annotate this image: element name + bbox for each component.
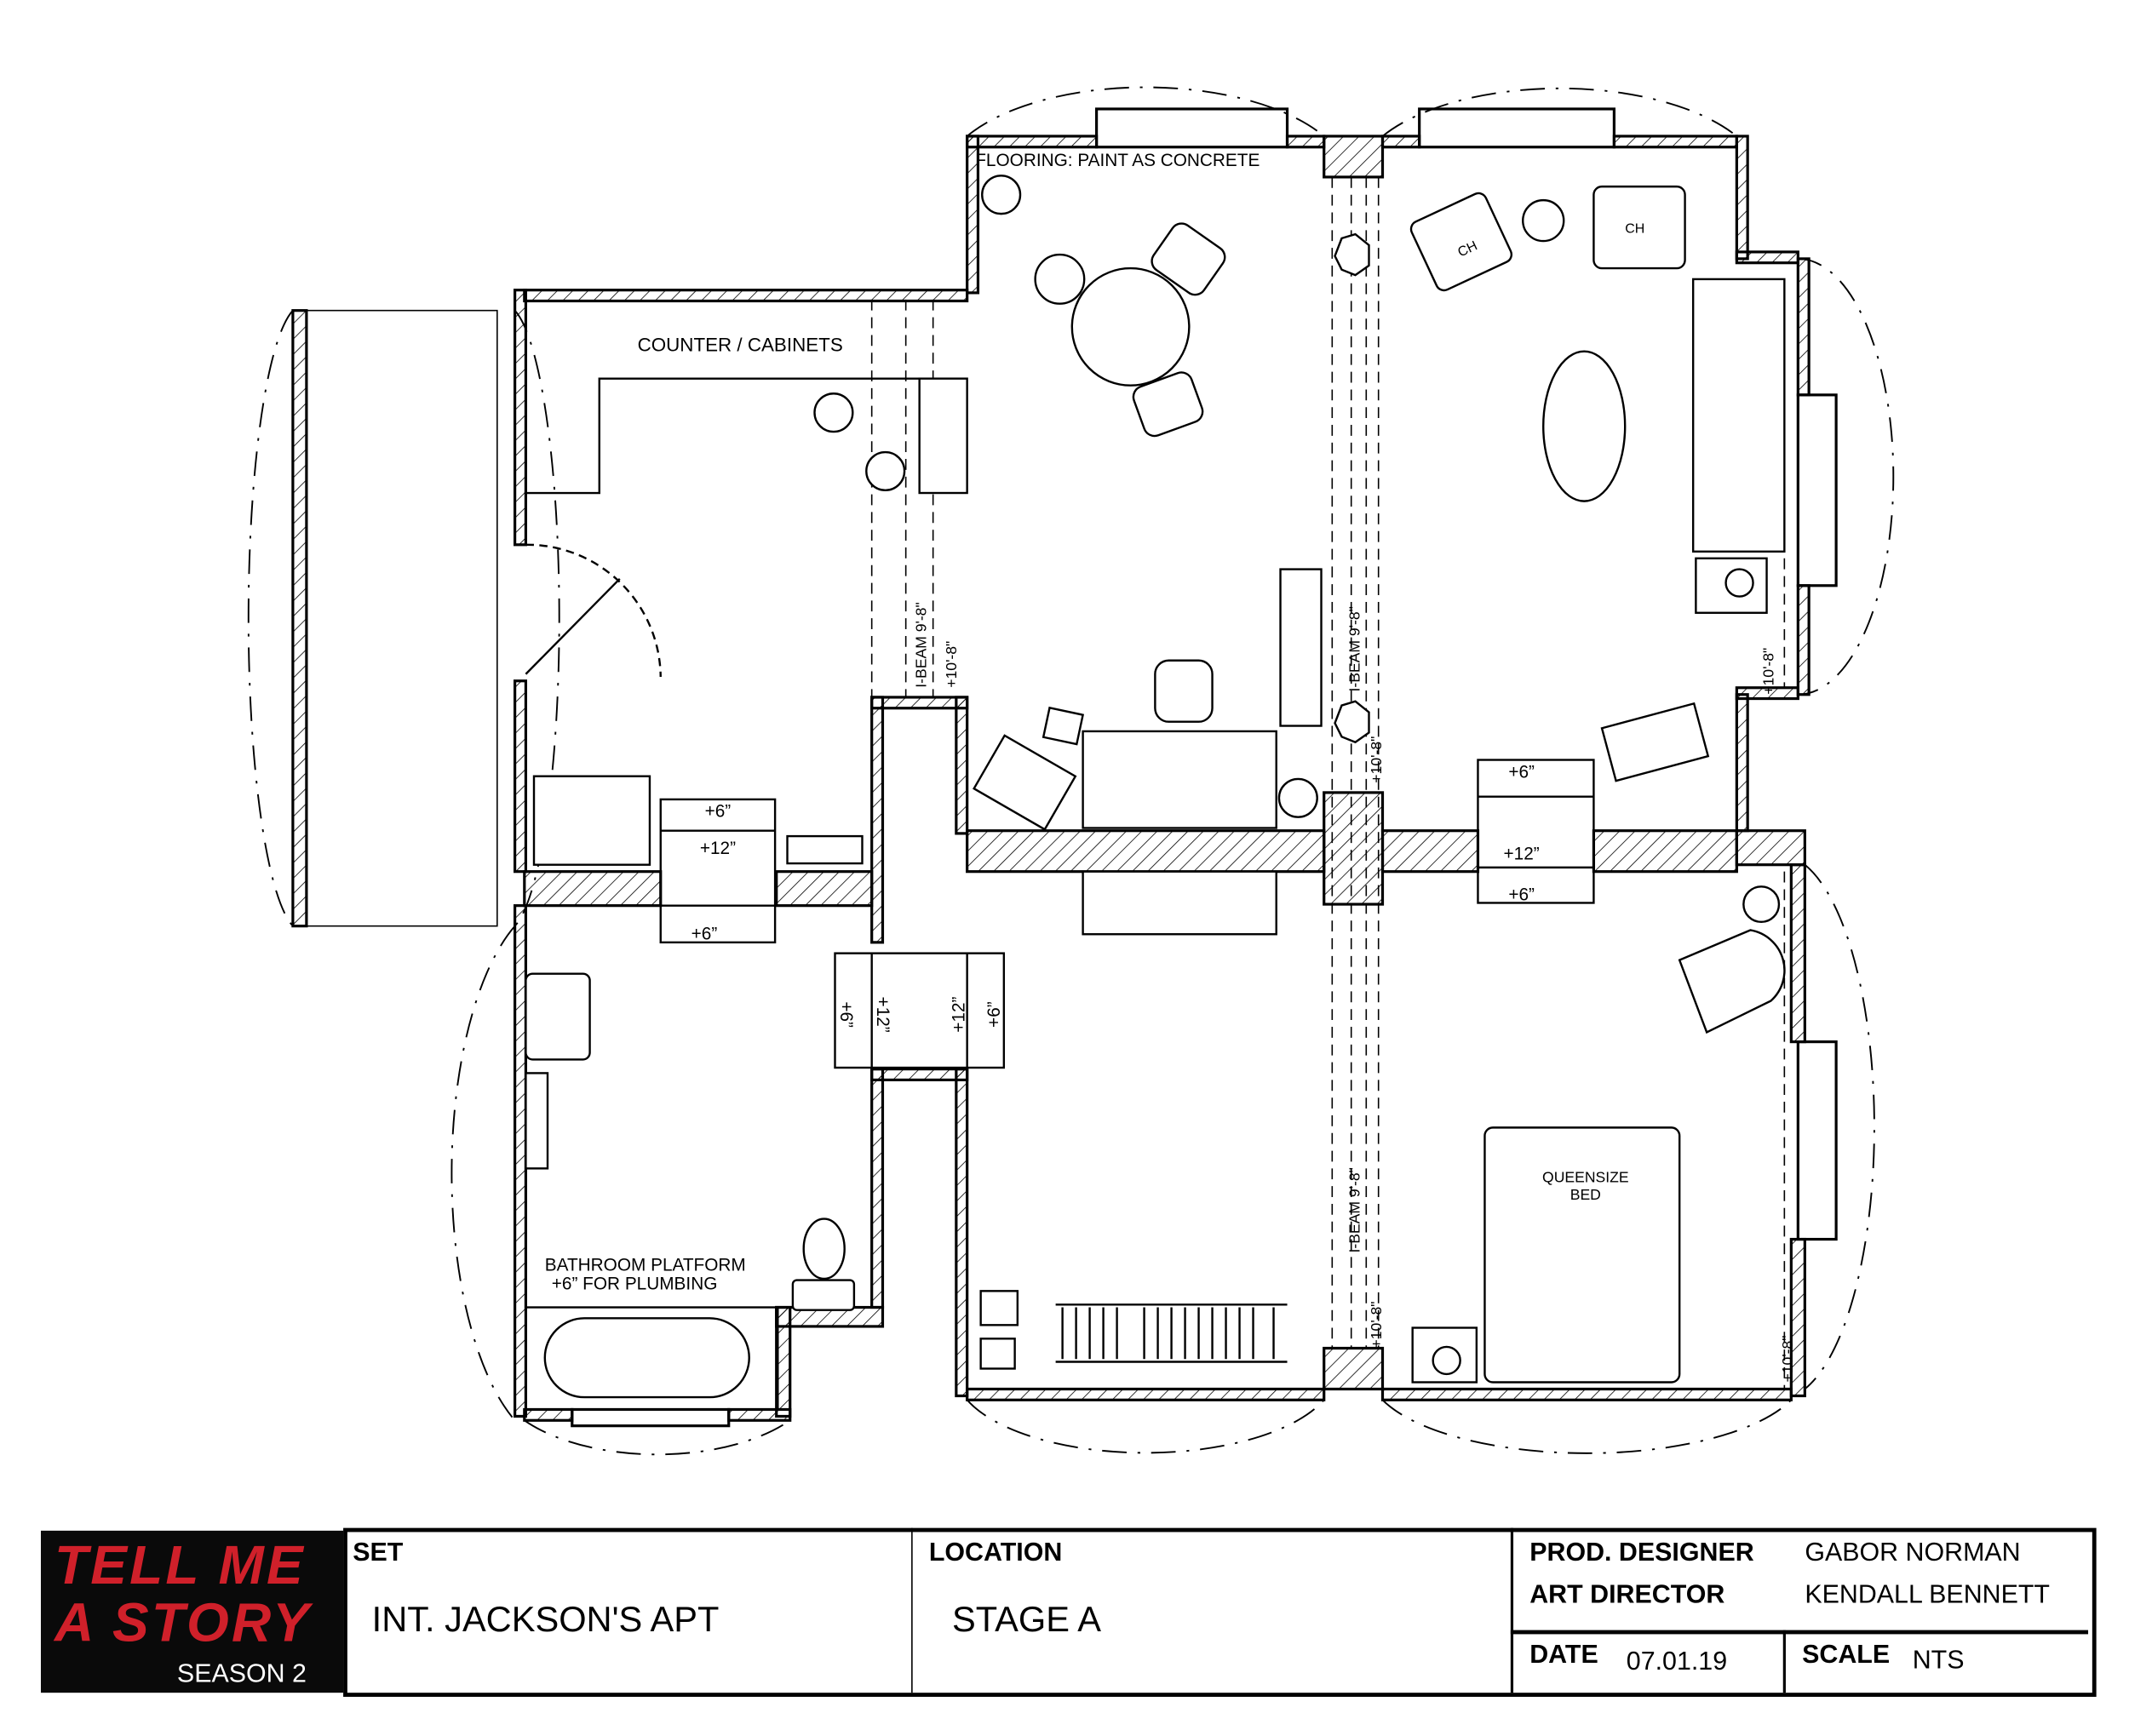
chair-label: CH <box>1625 222 1644 237</box>
height-label: +10'-8" <box>943 641 960 688</box>
stool <box>813 392 854 433</box>
sofa <box>1691 278 1786 553</box>
armchair-ch-2 <box>1592 185 1686 270</box>
step-6: +6” <box>705 802 732 822</box>
height-label: +10'-8" <box>1779 1335 1796 1382</box>
step-6: +6” <box>1508 885 1535 904</box>
art-director-value: KENDALL BENNETT <box>1805 1581 2050 1610</box>
show-logo: TELL ME A STORY SEASON 2 <box>40 1530 344 1693</box>
step-12: +12” <box>1504 844 1540 863</box>
set-label: SET <box>353 1538 404 1568</box>
ibeam-label: I-BEAM 9'-8" <box>1346 1167 1363 1252</box>
ceiling-arcs <box>247 86 1895 1456</box>
counter-label: COUNTER / CABINETS <box>638 335 843 356</box>
ibeam-label: I-BEAM 9'-8" <box>1346 606 1363 691</box>
height-label: +10'-8" <box>1760 648 1777 695</box>
walls <box>291 135 1811 1422</box>
bed-label-1: QUEENSIZE <box>1542 1168 1629 1185</box>
prod-designer-label: PROD. DESIGNER <box>1529 1538 1754 1568</box>
console <box>1082 870 1277 936</box>
title-frame <box>343 1527 2097 1697</box>
stool <box>865 450 906 492</box>
divider <box>1782 1630 1786 1693</box>
desk-chair <box>1154 659 1214 723</box>
door <box>525 543 662 677</box>
desk <box>1082 730 1277 829</box>
set-value: INT. JACKSON'S APT <box>371 1598 720 1640</box>
shelf <box>525 1072 549 1170</box>
step-6: +6” <box>691 925 718 944</box>
bath-note-1: BATHROOM PLATFORM <box>545 1255 746 1275</box>
bathtub <box>543 1317 750 1399</box>
cabinet <box>918 377 968 495</box>
bath-note-2: +6” FOR PLUMBING <box>552 1275 718 1294</box>
lamp <box>981 175 1022 215</box>
flooring-note: FLOORING: PAINT AS CONCRETE <box>975 151 1260 170</box>
height-label: +10'-8" <box>1368 736 1385 783</box>
step-12: +12” <box>700 839 736 858</box>
step-6: +6” <box>1508 762 1535 782</box>
queen-bed <box>1483 1126 1681 1384</box>
lamp <box>1742 885 1781 924</box>
dining-chair <box>1034 253 1086 305</box>
furniture <box>524 175 1786 1411</box>
divider <box>1510 1630 2089 1635</box>
step-6: +6” <box>984 1001 1004 1028</box>
step-12: +12” <box>873 997 892 1033</box>
sink <box>525 972 591 1061</box>
keyboard-piano <box>1279 568 1323 727</box>
step-12: +12” <box>949 996 968 1032</box>
column <box>1334 700 1370 744</box>
art-director-label: ART DIRECTOR <box>1529 1581 1725 1610</box>
height-label: +10'-8" <box>1368 1301 1385 1348</box>
prod-designer-value: GABOR NORMAN <box>1805 1538 2021 1568</box>
scale-value: NTS <box>1912 1646 1965 1676</box>
bedroom-chair <box>1678 929 1786 1034</box>
location-label: LOCATION <box>928 1538 1063 1568</box>
logo-line-1: TELL ME <box>54 1536 306 1596</box>
windows <box>306 107 1838 1428</box>
drafting-board <box>973 734 1077 831</box>
armchair-ch-1 <box>1409 192 1513 292</box>
column <box>1334 232 1370 277</box>
coffee-table <box>1542 350 1627 502</box>
side-table <box>1522 198 1565 243</box>
date-label: DATE <box>1529 1641 1598 1670</box>
scale-label: SCALE <box>1802 1641 1891 1670</box>
season-label: SEASON 2 <box>176 1659 307 1689</box>
lamp <box>1277 777 1318 818</box>
title-block: TELL ME A STORY SEASON 2 SET INT. JACKSO… <box>40 1527 2097 1697</box>
date-value: 07.01.19 <box>1626 1647 1728 1676</box>
dining-table <box>1070 266 1191 387</box>
toilet <box>802 1217 846 1281</box>
divider <box>911 1527 913 1693</box>
logo-line-2: A STORY <box>54 1593 313 1653</box>
lounge-chair <box>1600 702 1710 782</box>
location-value: STAGE A <box>952 1598 1101 1640</box>
ibeam-label: I-BEAM 9'-8" <box>913 602 930 687</box>
step-platforms <box>659 759 1595 1069</box>
dining-chair <box>1151 222 1226 296</box>
clothes-rack <box>1055 1303 1288 1363</box>
divider <box>1510 1527 1514 1693</box>
dining-chair <box>1132 371 1204 438</box>
washer <box>532 775 651 866</box>
bed-label-2: BED <box>1570 1186 1601 1203</box>
step-6: +6” <box>836 1001 856 1028</box>
